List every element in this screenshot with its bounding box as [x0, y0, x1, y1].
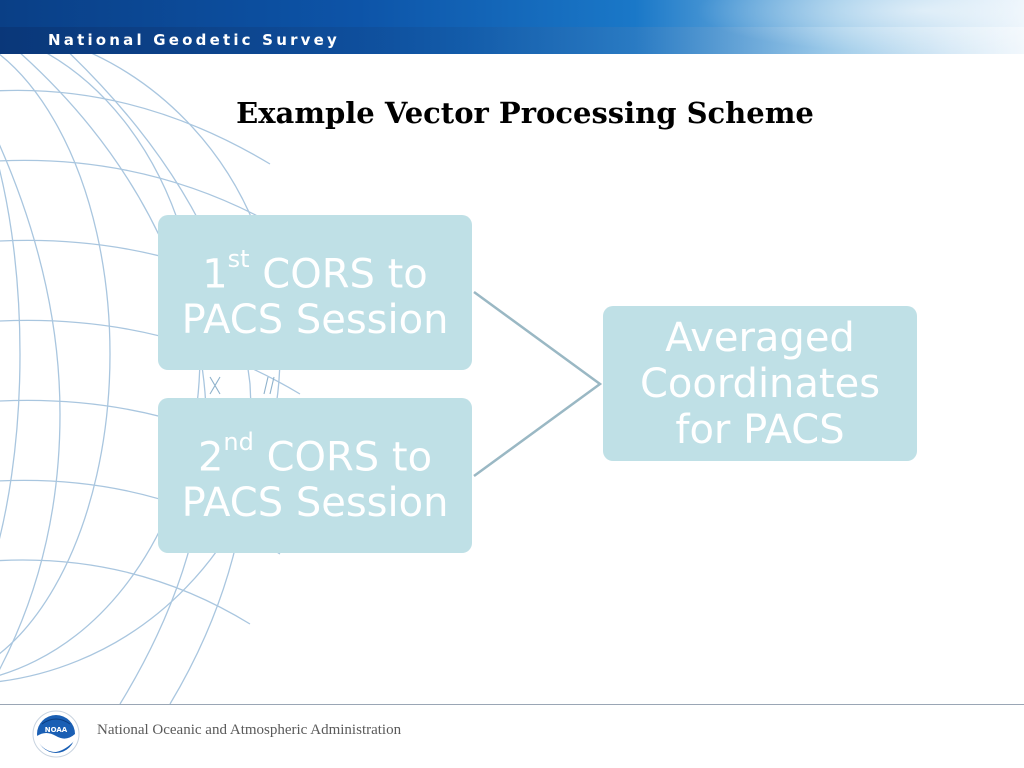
footer-divider: [0, 704, 1024, 705]
session-2-line2: PACS Session: [181, 480, 449, 527]
session-2-number: 2: [197, 434, 224, 481]
session-2-line1: 2nd CORS to: [198, 425, 432, 480]
noaa-logo-text: NOAA: [45, 726, 68, 734]
session-2-ordinal: nd: [223, 427, 254, 456]
session-1-line1: 1st CORS to: [202, 242, 428, 297]
result-node: Averaged Coordinates for PACS: [603, 306, 917, 461]
session-1-line1-text: CORS to: [249, 251, 428, 298]
agency-name: National Geodetic Survey: [48, 31, 340, 49]
footer-organization: National Oceanic and Atmospheric Adminis…: [97, 722, 402, 738]
session-1-number: 1: [202, 251, 228, 298]
header-glow: [694, 0, 1024, 54]
session-1-line2: PACS Session: [181, 297, 449, 344]
header-banner: National Geodetic Survey: [0, 0, 1024, 54]
session-2-line1-text: CORS to: [253, 434, 433, 481]
session-2-node: 2nd CORS to PACS Session: [158, 398, 472, 553]
slide-title: Example Vector Processing Scheme: [236, 96, 814, 130]
result-line3: for PACS: [675, 406, 845, 453]
merge-arrow: [473, 290, 603, 478]
session-1-node: 1st CORS to PACS Session: [158, 215, 472, 370]
result-line1: Averaged: [665, 314, 855, 361]
session-1-ordinal: st: [227, 244, 250, 273]
result-line2: Coordinates: [639, 360, 881, 407]
noaa-logo-icon: NOAA: [32, 710, 80, 758]
